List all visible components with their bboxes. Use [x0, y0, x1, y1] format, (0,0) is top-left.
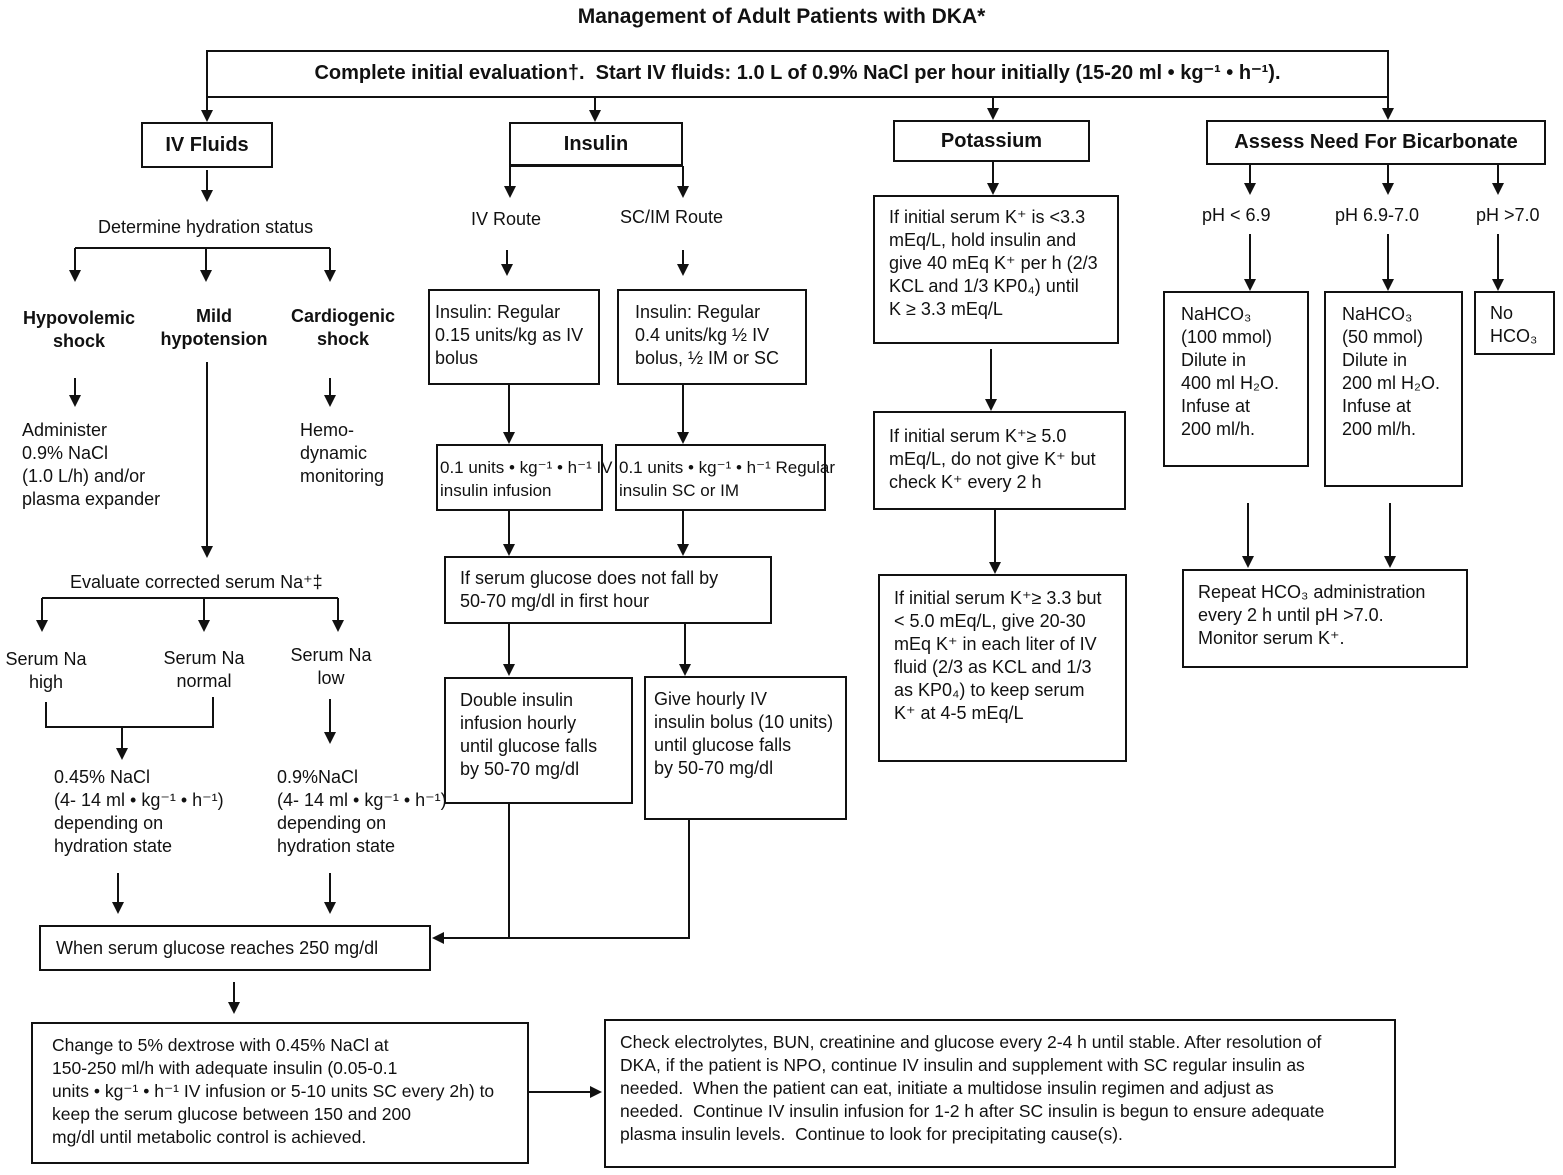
ph-6-9-7-0-label: pH 6.9-7.0 — [1335, 205, 1420, 225]
potassium-high-text: If initial serum K⁺≥ 5.0 mEq/L, do not g… — [889, 426, 1096, 492]
potassium-low-box: If initial serum K⁺ is <3.3 mEq/L, hold … — [873, 195, 1119, 344]
initial-evaluation-text: Complete initial evaluation†. Start IV f… — [314, 62, 1281, 84]
no-hco3-box: No HCO₃ — [1474, 291, 1555, 355]
glucose-no-fall-box: If serum glucose does not fall by 50-70 … — [444, 556, 772, 624]
double-infusion-text: Double insulin infusion hourly until glu… — [460, 690, 598, 779]
bicarbonate-header: Assess Need For Bicarbonate — [1206, 120, 1546, 165]
nahco3-50-box: NaHCO₃ (50 mmol) Dilute in 200 ml H₂O. I… — [1324, 291, 1463, 487]
change-dextrose-box: Change to 5% dextrose with 0.45% NaCl at… — [31, 1022, 529, 1164]
hourly-bolus-text: Give hourly IV insulin bolus (10 units) … — [654, 689, 834, 778]
glucose-250-box: When serum glucose reaches 250 mg/dl — [39, 925, 431, 971]
iv-fluids-header: IV Fluids — [141, 122, 273, 168]
repeat-hco3-text: Repeat HCO₃ administration every 2 h unt… — [1198, 582, 1426, 648]
connector — [45, 697, 214, 728]
nahco3-100-box: NaHCO₃ (100 mmol) Dilute in 400 ml H₂O. … — [1163, 291, 1309, 467]
iv-infusion-box: 0.1 units • kg⁻¹ • h⁻¹ IV insulin infusi… — [436, 444, 613, 511]
potassium-low-text: If initial serum K⁺ is <3.3 mEq/L, hold … — [889, 207, 1098, 319]
change-dextrose-text: Change to 5% dextrose with 0.45% NaCl at… — [52, 1035, 495, 1147]
repeat-hco3-box: Repeat HCO₃ administration every 2 h unt… — [1182, 569, 1468, 668]
potassium-header: Potassium — [893, 120, 1090, 162]
insulin-header: Insulin — [509, 122, 683, 166]
administer-nacl-text: Administer 0.9% NaCl (1.0 L/h) and/or pl… — [22, 420, 161, 509]
normal-saline-text: 0.9%NaCl (4- 14 ml • kg⁻¹ • h⁻¹) dependi… — [277, 767, 447, 856]
potassium-mid-box: If initial serum K⁺≥ 3.3 but < 5.0 mEq/L… — [878, 574, 1127, 762]
sc-regular-text: 0.1 units • kg⁻¹ • h⁻¹ Regular insulin S… — [619, 458, 835, 500]
glucose-no-fall-text: If serum glucose does not fall by 50-70 … — [460, 568, 719, 611]
hemodynamic-monitoring-text: Hemo- dynamic monitoring — [300, 420, 385, 486]
check-electrolytes-box: Check electrolytes, BUN, creatinine and … — [604, 1019, 1396, 1168]
iv-bolus-text: Insulin: Regular 0.15 units/kg as IV bol… — [435, 302, 584, 368]
no-hco3-text: No HCO₃ — [1490, 303, 1538, 346]
iv-bolus-box: Insulin: Regular 0.15 units/kg as IV bol… — [428, 289, 600, 385]
iv-route-label: IV Route — [471, 209, 542, 229]
mild-hypotension-label: Mild hypotension — [160, 306, 268, 349]
glucose-250-text: When serum glucose reaches 250 mg/dl — [56, 938, 379, 958]
hydration-status-label: Determine hydration status — [98, 217, 314, 237]
ph-above-7-label: pH >7.0 — [1476, 205, 1540, 225]
page-title: Management of Adult Patients with DKA* — [577, 5, 986, 28]
sc-regular-box: 0.1 units • kg⁻¹ • h⁻¹ Regular insulin S… — [615, 444, 835, 511]
serum-na-normal-label: Serum Na normal — [163, 648, 245, 691]
serum-na-low-label: Serum Na low — [290, 645, 372, 688]
potassium-high-box: If initial serum K⁺≥ 5.0 mEq/L, do not g… — [873, 411, 1126, 510]
serum-na-high-label: Serum Na high — [5, 649, 87, 692]
initial-evaluation-box: Complete initial evaluation†. Start IV f… — [206, 50, 1389, 98]
potassium-mid-text: If initial serum K⁺≥ 3.3 but < 5.0 mEq/L… — [894, 588, 1102, 723]
half-saline-text: 0.45% NaCl (4- 14 ml • kg⁻¹ • h⁻¹) depen… — [54, 767, 224, 856]
nahco3-50-text: NaHCO₃ (50 mmol) Dilute in 200 ml H₂O. I… — [1342, 304, 1441, 439]
sc-bolus-box: Insulin: Regular 0.4 units/kg ½ IV bolus… — [617, 289, 807, 385]
sc-im-route-label: SC/IM Route — [620, 207, 724, 227]
iv-infusion-text: 0.1 units • kg⁻¹ • h⁻¹ IV insulin infusi… — [440, 458, 613, 500]
cardiogenic-shock-label: Cardiogenic shock — [290, 306, 396, 349]
hypovolemic-shock-label: Hypovolemic shock — [22, 308, 136, 351]
connector — [432, 820, 690, 944]
ph-below-6-9-label: pH < 6.9 — [1202, 205, 1271, 225]
check-electrolytes-text: Check electrolytes, BUN, creatinine and … — [620, 1032, 1325, 1144]
evaluate-serum-na-label: Evaluate corrected serum Na⁺‡ — [70, 572, 323, 592]
hourly-bolus-box: Give hourly IV insulin bolus (10 units) … — [644, 676, 847, 820]
nahco3-100-text: NaHCO₃ (100 mmol) Dilute in 400 ml H₂O. … — [1181, 304, 1280, 439]
sc-bolus-text: Insulin: Regular 0.4 units/kg ½ IV bolus… — [635, 302, 780, 368]
double-infusion-box: Double insulin infusion hourly until glu… — [444, 677, 633, 804]
